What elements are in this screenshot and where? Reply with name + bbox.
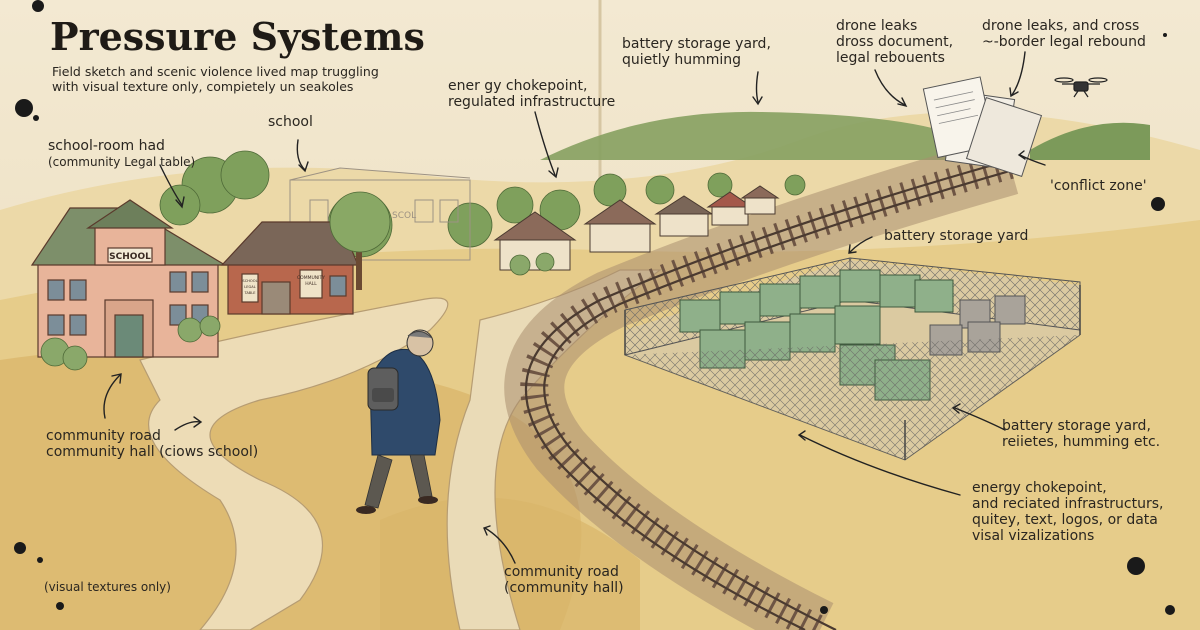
document-stack-icon: [922, 76, 1043, 178]
label-battery-low-line-2: reiietes, humming etc.: [1002, 434, 1161, 450]
label-drone2-line-1: drone leaks, and cross: [982, 18, 1140, 34]
label-battery-top-line-2: quietly humming: [622, 52, 742, 68]
label-energy-top-line-1: ener gy chokepoint,: [448, 78, 588, 94]
subtitle-line-1: Field sketch and scenic violence lived m…: [52, 64, 379, 79]
page-title: Pressure Systems: [50, 14, 425, 59]
forest-hill: [540, 111, 1010, 160]
label-drone1-line-1: drone leaks: [836, 18, 918, 34]
label-community-bottom-line-2: (community hall): [504, 580, 624, 596]
ink-splatters: [14, 0, 1175, 615]
label-battery-low-line-1: battery storage yard,: [1002, 418, 1151, 434]
label-energy-low-line-3: quitey, text, logos, or data: [972, 512, 1158, 528]
annotation-arrows: [103, 51, 1046, 564]
label-energy-chokepoint-low: energy chokepoint, and reciated infrastr…: [972, 480, 1163, 544]
label-energy-low-line-1: energy chokepoint,: [972, 480, 1107, 496]
far-forest: [1030, 122, 1150, 160]
label-drone1-line-2: dross document,: [836, 34, 954, 50]
label-conflict-zone: 'conflict zone': [1050, 178, 1147, 194]
label-drone1-line-3: legal rebouents: [836, 50, 945, 66]
label-energy-low-line-4: visal vizalizations: [972, 528, 1095, 544]
label-school-room-line-2: (community Legal table): [48, 155, 196, 169]
shrubs: [40, 252, 555, 371]
page-subtitle: Field sketch and scenic violence lived m…: [52, 64, 379, 94]
notice-line-1: SCHOOL: [242, 279, 257, 283]
label-battery-yard-mid: battery storage yard: [884, 228, 1029, 244]
label-energy-top-line-2: regulated infrastructure: [448, 94, 616, 110]
meadow-bottom: [380, 497, 640, 630]
label-community-left-line-1: community road: [46, 428, 161, 444]
label-community-left-line-2: community hall (ciows school): [46, 444, 259, 460]
drone-icon: [1054, 77, 1108, 98]
school-sign: SCHOOL: [109, 252, 151, 262]
village-houses: [493, 185, 780, 271]
label-battery-yard-top: battery storage yard, quietly humming: [622, 36, 771, 68]
label-battery-top-line-1: battery storage yard,: [622, 36, 771, 52]
label-energy-low-line-2: and reciated infrastructurs,: [972, 496, 1164, 512]
hall-sign-line-1: COMMUNITY: [297, 275, 325, 281]
label-energy-chokepoint-top: ener gy chokepoint, regulated infrastruc…: [448, 78, 615, 110]
label-school-room: school-room had (community Legal table): [48, 138, 195, 170]
community-hall-building: [220, 221, 359, 315]
ghost-school-sign: SCOL: [392, 211, 416, 221]
backpack-icon: [367, 367, 399, 411]
rail-right: [543, 166, 1021, 630]
community-road-left: [139, 297, 449, 630]
label-community-road-left: community road community hall (ciows sch…: [46, 428, 258, 460]
battery-storage-yard: [624, 257, 1081, 461]
rail-left: [524, 161, 1001, 630]
label-visual-textures: (visual textures only): [44, 580, 171, 594]
hall-sign-line-2: HALL: [305, 281, 317, 287]
label-battery-yard-low: battery storage yard, reiietes, humming …: [1002, 418, 1160, 450]
tree-near-school: [329, 191, 391, 290]
label-community-road-bottom: community road (community hall): [504, 564, 624, 596]
label-school: school: [268, 114, 313, 130]
notice-line-3: TABLE: [243, 291, 256, 295]
label-drone2-line-2: ~-border legal rebound: [982, 34, 1146, 50]
rail-ties: [520, 151, 1014, 630]
subtitle-line-2: with visual texture only, compietely un …: [52, 79, 354, 94]
label-community-bottom-line-1: community road: [504, 564, 619, 580]
label-drone-leaks-cross-border: drone leaks, and cross ~-border legal re…: [982, 18, 1146, 50]
label-drone-leaks: drone leaks dross document, legal reboue…: [836, 18, 953, 66]
label-school-room-line-1: school-room had: [48, 138, 165, 154]
notice-line-2: LEGAL: [244, 285, 256, 289]
